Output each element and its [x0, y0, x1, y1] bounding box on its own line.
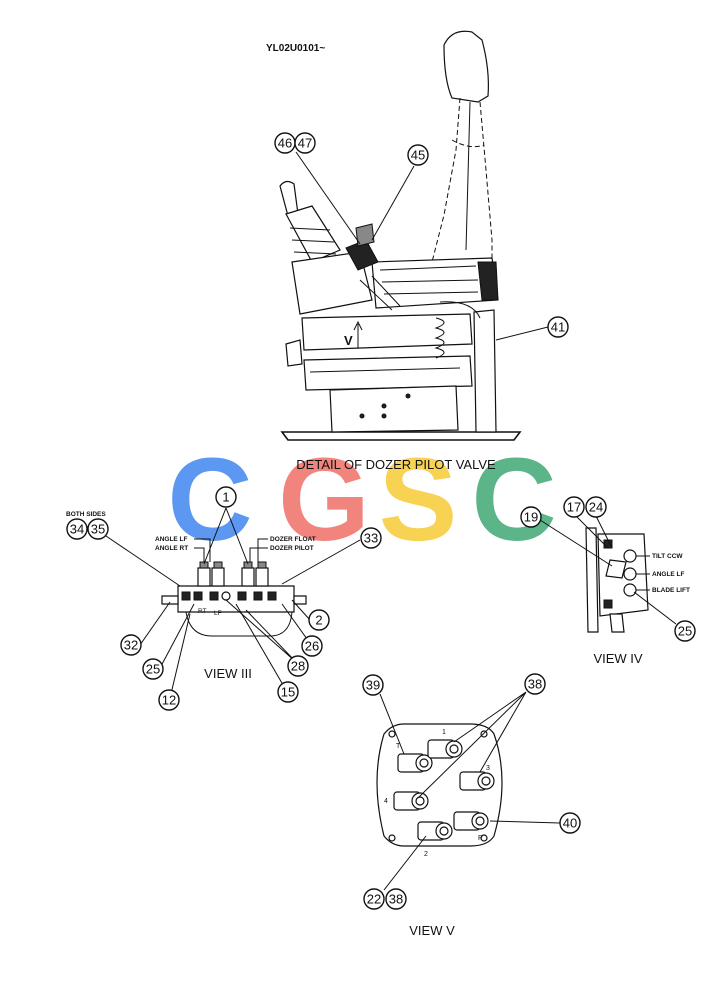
seat-view-marker: V [344, 333, 353, 348]
watermark-letter-s: S [379, 434, 458, 566]
view-v-port-1: 1 [442, 729, 446, 736]
callout-40: 40 [559, 812, 581, 834]
view-iv-title: VIEW IV [593, 651, 642, 666]
callout-38-bottom: 38 [385, 888, 407, 910]
svg-text:19: 19 [524, 510, 538, 525]
watermark-logo: C G S C [167, 434, 556, 566]
callout-32: 32 [120, 634, 142, 656]
callout-28: 28 [287, 655, 309, 677]
view-iv-label-blade-lift: BLADE LIFT [652, 587, 690, 594]
callout-41: 41 [547, 316, 569, 338]
view-iv-label-tilt-ccw: TILT CCW [652, 553, 683, 560]
svg-text:39: 39 [366, 678, 380, 693]
seat-assembly-drawing: V [279, 30, 522, 441]
view-v-port-t: T [396, 743, 401, 750]
callout-24: 24 [585, 496, 607, 518]
callout-12: 12 [158, 689, 180, 711]
view-v-port-p: P [478, 835, 483, 842]
svg-text:32: 32 [124, 638, 138, 653]
watermark-letter-c2: C [471, 434, 556, 566]
view-iii-label-angle-rt: ANGLE RT [155, 545, 188, 552]
view-v-title: VIEW V [409, 923, 455, 938]
svg-text:24: 24 [589, 500, 603, 515]
svg-text:45: 45 [411, 148, 425, 163]
view-iii-label-lf: LF [214, 610, 222, 617]
view-v-drawing [376, 723, 503, 847]
detail-title: DETAIL OF DOZER PILOT VALVE [296, 457, 496, 472]
svg-text:35: 35 [91, 522, 105, 537]
callout-25-view-iv: 25 [674, 620, 696, 642]
doc-code: YL02U0101~ [266, 43, 325, 54]
svg-text:33: 33 [364, 531, 378, 546]
view-iii-label-dozer-float: DOZER FLOAT [270, 536, 316, 543]
svg-text:2: 2 [315, 613, 322, 628]
callout-26: 26 [301, 635, 323, 657]
svg-text:38: 38 [528, 677, 542, 692]
callout-46: 46 [274, 132, 296, 154]
callout-47: 47 [294, 132, 316, 154]
svg-text:1: 1 [222, 490, 229, 505]
svg-text:12: 12 [162, 693, 176, 708]
callout-33: 33 [360, 527, 382, 549]
view-iii-label-both-sides: BOTH SIDES [66, 511, 106, 518]
callout-1: 1 [215, 486, 237, 508]
view-iv-label-angle-lf: ANGLE LF [652, 571, 685, 578]
view-v-port-2: 2 [424, 851, 428, 858]
svg-text:28: 28 [291, 659, 305, 674]
view-v-port-4: 4 [384, 798, 388, 805]
view-iii-label-dozer-pilot: DOZER PILOT [270, 545, 314, 552]
callout-38-top: 38 [524, 673, 546, 695]
svg-text:25: 25 [146, 662, 160, 677]
svg-text:26: 26 [305, 639, 319, 654]
svg-text:46: 46 [278, 136, 292, 151]
svg-text:38: 38 [389, 892, 403, 907]
callout-17: 17 [563, 496, 585, 518]
view-iii-label-rt: RT [198, 608, 207, 615]
callout-2: 2 [308, 609, 330, 631]
svg-text:17: 17 [567, 500, 581, 515]
svg-text:34: 34 [70, 522, 84, 537]
callout-19: 19 [520, 506, 542, 528]
svg-text:40: 40 [563, 816, 577, 831]
callout-22: 22 [363, 888, 385, 910]
svg-text:41: 41 [551, 320, 565, 335]
svg-text:47: 47 [298, 136, 312, 151]
callout-45: 45 [407, 144, 429, 166]
svg-text:22: 22 [367, 892, 381, 907]
callout-39: 39 [362, 674, 384, 696]
callout-25-view-iii: 25 [142, 658, 164, 680]
view-iii-drawing [161, 538, 307, 637]
callout-15: 15 [277, 681, 299, 703]
view-iii-label-angle-lf: ANGLE LF [155, 536, 188, 543]
callout-34: 34 [66, 518, 88, 540]
callout-35: 35 [87, 518, 109, 540]
view-iii-title: VIEW III [204, 666, 252, 681]
svg-text:25: 25 [678, 624, 692, 639]
watermark-letter-g: G [278, 434, 370, 566]
view-iv-drawing [585, 527, 650, 633]
svg-text:15: 15 [281, 685, 295, 700]
view-v-port-3: 3 [486, 765, 490, 772]
